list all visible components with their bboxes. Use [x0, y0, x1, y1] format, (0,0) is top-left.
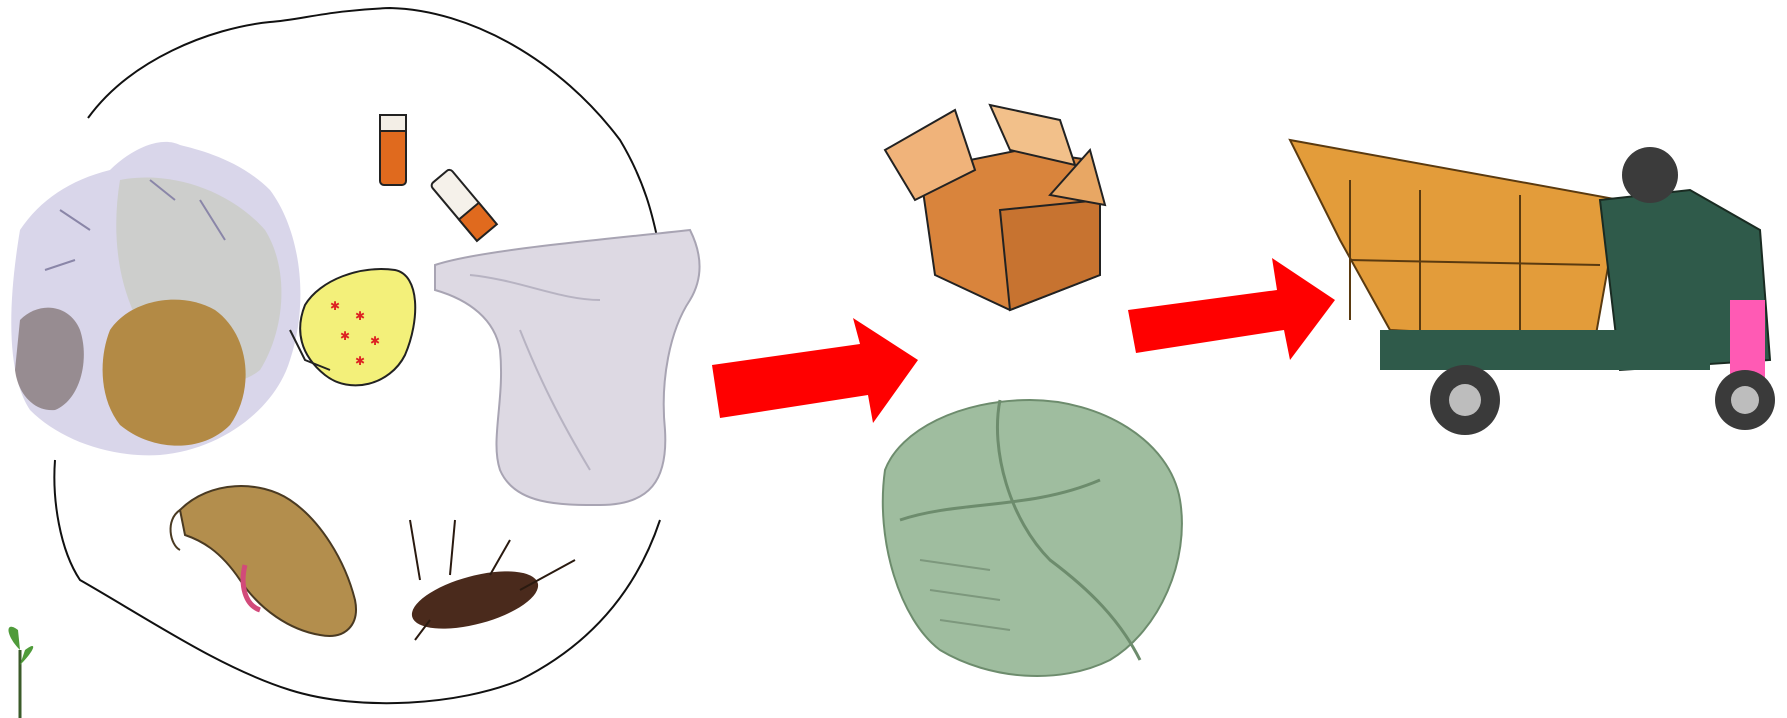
arrow-1	[712, 318, 918, 423]
cigarette-butts	[380, 115, 497, 241]
svg-text:✱: ✱	[355, 309, 365, 323]
dead-rat	[171, 486, 356, 636]
svg-text:✱: ✱	[330, 299, 340, 313]
dead-cockroach	[406, 520, 575, 640]
crumpled-paper-waste	[11, 142, 300, 456]
sapling-icon	[8, 627, 33, 718]
cardboard-box	[885, 105, 1105, 310]
svg-text:✱: ✱	[340, 329, 350, 343]
newspaper-bundle	[883, 400, 1182, 676]
svg-text:✱: ✱	[355, 354, 365, 368]
arrow-2	[1128, 258, 1335, 360]
sanitary-pad: ✱ ✱ ✱ ✱ ✱	[290, 269, 415, 385]
svg-text:✱: ✱	[370, 334, 380, 348]
garbage-collection-auto-truck	[1290, 140, 1775, 435]
plastic-bag	[435, 230, 699, 505]
